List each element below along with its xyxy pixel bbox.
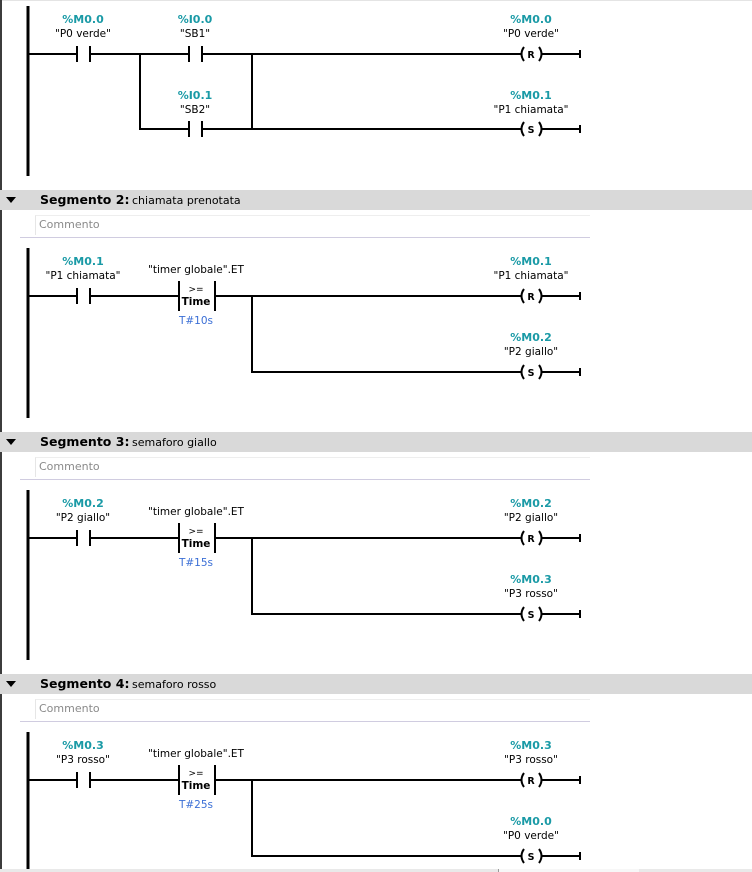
compare-operator: >= xyxy=(188,285,203,295)
contact-symbol: "P2 giallo" xyxy=(56,512,110,524)
collapse-triangle-icon[interactable] xyxy=(6,681,16,687)
wire xyxy=(28,537,522,615)
segment-2-header[interactable]: Segmento 2: chiamata prenotata xyxy=(0,190,752,210)
network-4-ladder: %M0.3 "P3 rosso" >= Time "timer globale"… xyxy=(26,732,581,872)
comment-divider xyxy=(20,479,590,480)
contact-symbol: "P3 rosso" xyxy=(56,754,110,766)
compare-operand: "timer globale".ET xyxy=(148,264,244,276)
scrollbar-thumb[interactable] xyxy=(498,869,639,872)
network-1-ladder: %M0.0 "P0 verde" %I0.0 "SB1" %I0.1 "SB2"… xyxy=(26,6,581,176)
segment-title[interactable]: semaforo giallo xyxy=(132,436,217,449)
wire xyxy=(28,295,522,373)
segment-title[interactable]: chiamata prenotata xyxy=(132,194,241,207)
coil-reset[interactable]: R xyxy=(520,46,581,62)
svg-text:S: S xyxy=(528,610,535,621)
coil-address: %M0.2 xyxy=(510,331,551,344)
contact-symbol: "SB1" xyxy=(180,28,210,40)
svg-text:S: S xyxy=(528,852,535,863)
svg-text:S: S xyxy=(528,368,535,379)
contact-symbol: "P0 verde" xyxy=(55,28,111,40)
contact-symbol: "SB2" xyxy=(180,104,210,116)
coil-address: %M0.3 xyxy=(510,739,551,752)
contact-no[interactable] xyxy=(76,288,91,304)
segment-3-header[interactable]: Segmento 3: semaforo giallo xyxy=(0,432,752,452)
compare-ge-block[interactable]: >= Time xyxy=(178,765,216,795)
compare-value[interactable]: T#10s xyxy=(178,315,213,327)
collapse-triangle-icon[interactable] xyxy=(6,439,16,445)
collapse-triangle-icon[interactable] xyxy=(6,197,16,203)
contact-no[interactable] xyxy=(188,121,203,137)
comment-divider xyxy=(20,237,590,238)
compare-value[interactable]: T#15s xyxy=(178,557,213,569)
compare-ge-block[interactable]: >= Time xyxy=(178,523,216,553)
top-border xyxy=(0,0,752,1)
coil-address: %M0.2 xyxy=(510,497,551,510)
horizontal-scrollbar[interactable] xyxy=(0,869,752,872)
segment-label: Segmento 4: xyxy=(40,676,130,691)
coil-symbol: "P0 verde" xyxy=(503,28,559,40)
contact-no[interactable] xyxy=(188,46,203,62)
coil-reset[interactable]: R xyxy=(520,530,581,546)
svg-text:R: R xyxy=(527,292,535,303)
compare-ge-block[interactable]: >= Time xyxy=(178,281,216,311)
coil-address: %M0.0 xyxy=(510,815,552,828)
coil-symbol: "P2 giallo" xyxy=(504,346,558,358)
comment-divider xyxy=(20,721,590,722)
contact-no[interactable] xyxy=(76,772,91,788)
contact-address: %M0.3 xyxy=(62,739,103,752)
wire xyxy=(28,779,522,857)
contact-symbol: "P1 chiamata" xyxy=(45,270,120,282)
segment-4-header[interactable]: Segmento 4: semaforo rosso xyxy=(0,674,752,694)
compare-operand: "timer globale".ET xyxy=(148,748,244,760)
parallel-branch-wire xyxy=(139,54,522,130)
svg-text:S: S xyxy=(528,125,535,136)
compare-type: Time xyxy=(182,780,211,792)
contact-address: %I0.0 xyxy=(178,13,213,26)
svg-text:R: R xyxy=(527,776,535,787)
coil-address: %M0.3 xyxy=(510,573,551,586)
coil-address: %M0.1 xyxy=(510,89,551,102)
segment-label: Segmento 3: xyxy=(40,434,130,449)
compare-operator: >= xyxy=(188,527,203,537)
compare-type: Time xyxy=(182,538,211,550)
compare-type: Time xyxy=(182,296,211,308)
coil-symbol: "P1 chiamata" xyxy=(493,270,568,282)
contact-address: %M0.2 xyxy=(62,497,103,510)
segment-comment-field[interactable]: Commento xyxy=(35,457,590,477)
coil-symbol: "P2 giallo" xyxy=(504,512,558,524)
coil-set[interactable]: S xyxy=(520,606,581,622)
coil-symbol: "P1 chiamata" xyxy=(493,104,568,116)
contact-address: %I0.1 xyxy=(178,89,213,102)
svg-text:R: R xyxy=(527,534,535,545)
segment-label: Segmento 2: xyxy=(40,192,130,207)
compare-value[interactable]: T#25s xyxy=(178,799,213,811)
contact-no[interactable] xyxy=(76,530,91,546)
coil-symbol: "P0 verde" xyxy=(503,830,559,842)
compare-operand: "timer globale".ET xyxy=(148,506,244,518)
network-2-ladder: %M0.1 "P1 chiamata" >= Time "timer globa… xyxy=(26,248,581,418)
contact-address: %M0.0 xyxy=(62,13,104,26)
coil-set[interactable]: S xyxy=(520,848,581,864)
coil-reset[interactable]: R xyxy=(520,288,581,304)
contact-no[interactable] xyxy=(76,46,91,62)
compare-operator: >= xyxy=(188,769,203,779)
coil-reset[interactable]: R xyxy=(520,772,581,788)
coil-address: %M0.1 xyxy=(510,255,551,268)
svg-text:R: R xyxy=(527,50,535,61)
contact-address: %M0.1 xyxy=(62,255,103,268)
network-3-ladder: %M0.2 "P2 giallo" >= Time "timer globale… xyxy=(26,490,581,660)
coil-address: %M0.0 xyxy=(510,13,552,26)
coil-symbol: "P3 rosso" xyxy=(504,754,558,766)
segment-title[interactable]: semaforo rosso xyxy=(132,678,217,691)
coil-set[interactable]: S xyxy=(520,364,581,380)
segment-comment-field[interactable]: Commento xyxy=(35,215,590,235)
segment-comment-field[interactable]: Commento xyxy=(35,699,590,719)
coil-symbol: "P3 rosso" xyxy=(504,588,558,600)
coil-set[interactable]: S xyxy=(520,121,581,137)
